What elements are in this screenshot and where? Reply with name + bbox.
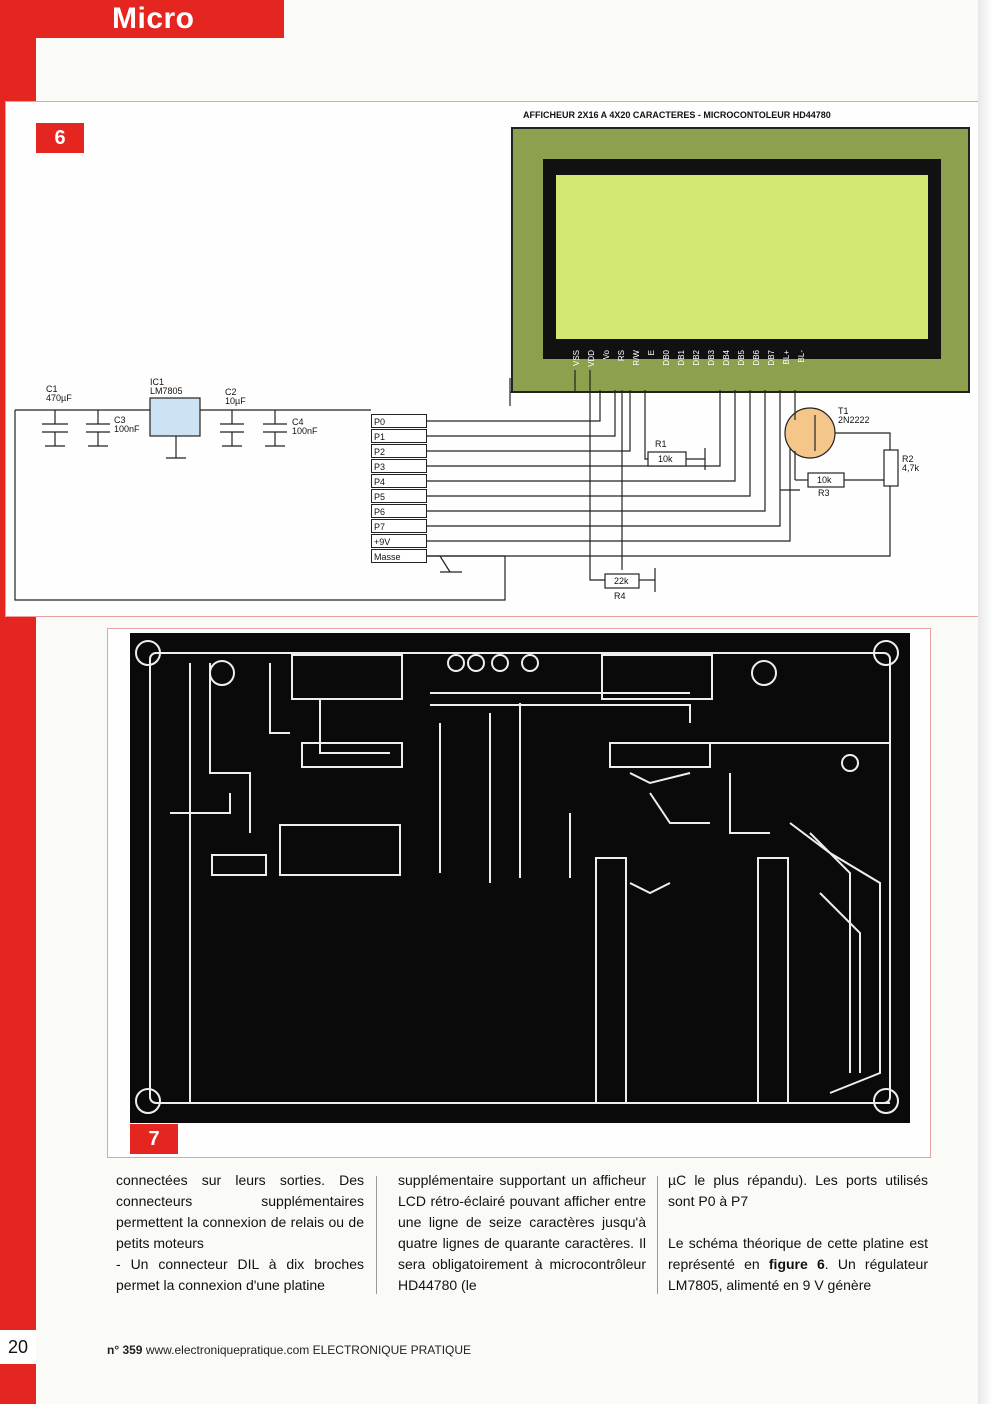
- lcd-screen: [556, 175, 928, 339]
- port-pin: P4: [371, 474, 427, 488]
- page-footer: n° 359 www.electroniquepratique.com ELEC…: [107, 1343, 471, 1357]
- port-pin: P6: [371, 504, 427, 518]
- text-column-2: supplémentaire supportant un afficheur L…: [398, 1172, 646, 1293]
- port-pin: +9V: [371, 534, 427, 548]
- col1-paragraph: connectées sur leurs sorties. Des connec…: [116, 1172, 364, 1251]
- col3-paragraph-1: µC le plus répandu). Les ports utilisés …: [668, 1172, 928, 1209]
- port-pin: P5: [371, 489, 427, 503]
- text-column-3: µC le plus répandu). Les ports utilisés …: [668, 1170, 928, 1296]
- lcd-display-module: [511, 127, 970, 393]
- r1-name: R1: [655, 439, 667, 449]
- issue-number: n° 359: [107, 1343, 143, 1357]
- pcb-traces: [135, 640, 899, 1114]
- section-header-tab: [36, 0, 284, 38]
- r1-value: 10k: [658, 454, 673, 464]
- lcd-caption: AFFICHEUR 2X16 A 4X20 CARACTERES - MICRO…: [523, 110, 831, 120]
- figure-7-badge: 7: [130, 1124, 178, 1154]
- r3-name: R3: [818, 488, 830, 498]
- pcb-layout: [130, 633, 910, 1123]
- port-pin: P2: [371, 444, 427, 458]
- port-pin: P0: [371, 414, 427, 428]
- col1-list-item: - Un connecteur DIL à dix broches permet…: [116, 1256, 364, 1293]
- figure-7-pcb: [107, 628, 931, 1158]
- column-divider: [376, 1176, 377, 1294]
- website-link[interactable]: www.electroniquepratique.com: [145, 1343, 310, 1357]
- port-pin: Masse: [371, 549, 427, 563]
- figure-6-badge: 6: [36, 123, 84, 153]
- r3-value: 10k: [817, 475, 832, 485]
- page-edge-shadow: [978, 0, 992, 1404]
- port-pin: P7: [371, 519, 427, 533]
- column-divider: [657, 1176, 658, 1294]
- magazine-name: ELECTRONIQUE PRATIQUE: [312, 1343, 472, 1357]
- port-pin: P3: [371, 459, 427, 473]
- r4-value: 22k: [614, 576, 629, 586]
- text-column-1: connectées sur leurs sorties. Des connec…: [116, 1170, 364, 1296]
- col3-paragraph-2: Le schéma théorique de cette platine est…: [668, 1235, 928, 1293]
- schematic-wiring: [14, 370, 899, 601]
- r4-name: R4: [614, 591, 626, 601]
- port-pin: P1: [371, 429, 427, 443]
- page-number: 20: [0, 1330, 36, 1364]
- section-title: Micro: [112, 2, 195, 35]
